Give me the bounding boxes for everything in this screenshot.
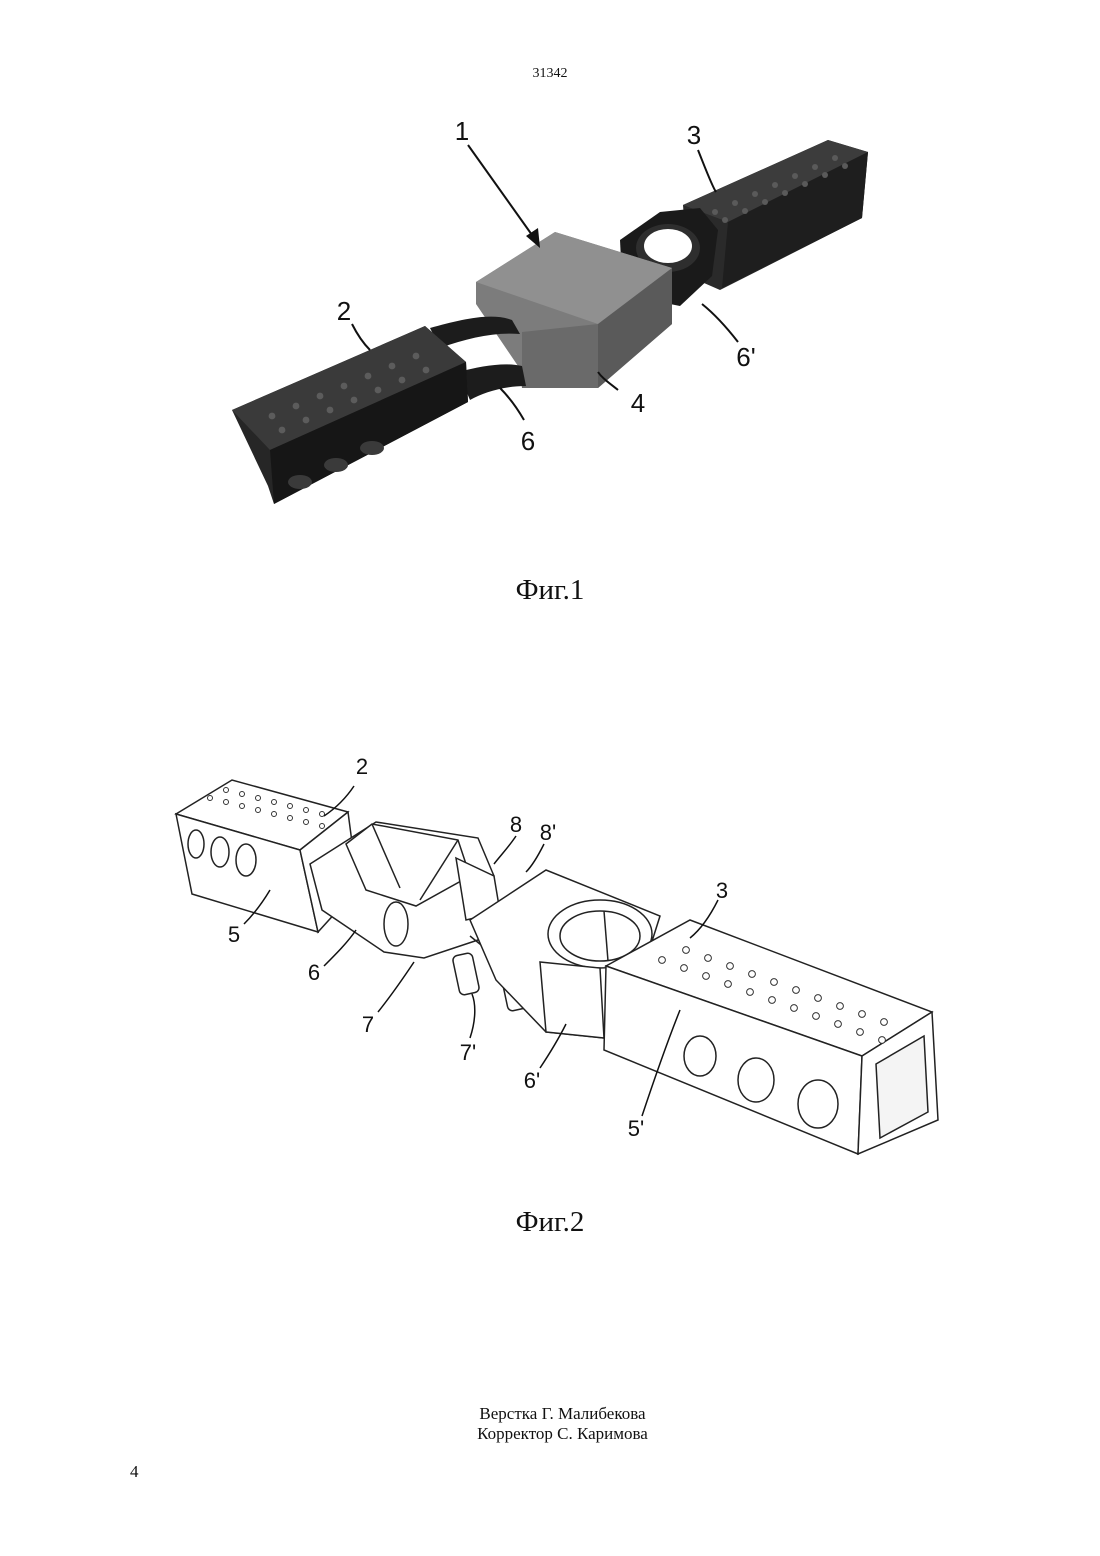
proofreader-credit: Корректор С. Каримова [0, 1424, 1100, 1444]
figure-2: 2 3 5 5' 6 6' 7 7' 8 8' [0, 740, 1100, 1170]
callout-5: 5 [228, 922, 240, 947]
callout-8-prime: 8' [540, 820, 556, 845]
callout-6: 6 [521, 426, 535, 456]
callout-6: 6 [308, 960, 320, 985]
document-number: 31342 [0, 66, 1100, 82]
callout-1: 1 [455, 116, 469, 146]
callout-7: 7 [362, 1012, 374, 1037]
page-number: 4 [130, 1462, 139, 1482]
figure-1-drawing: 1 2 3 4 6 6' [0, 100, 1100, 520]
callout-5-prime: 5' [628, 1116, 644, 1141]
callout-8: 8 [510, 812, 522, 837]
figure-1-caption: Фиг.1 [0, 574, 1100, 607]
callout-7-prime: 7' [460, 1040, 476, 1065]
callout-3: 3 [716, 878, 728, 903]
figure-2-drawing: 2 3 5 5' 6 6' 7 7' 8 8' [0, 740, 1100, 1170]
layout-credit: Верстка Г. Малибекова [0, 1404, 1100, 1424]
callout-2: 2 [337, 296, 351, 326]
figure-1: 1 2 3 4 6 6' [0, 100, 1100, 520]
left-beam [232, 326, 468, 504]
callout-3: 3 [687, 120, 701, 150]
callout-4: 4 [631, 388, 645, 418]
figure-2-caption: Фиг.2 [0, 1206, 1100, 1239]
callout-6-prime: 6' [736, 342, 755, 372]
callout-2: 2 [356, 754, 368, 779]
figure-2-linework [176, 780, 938, 1154]
callout-6-prime: 6' [524, 1068, 540, 1093]
credits: Верстка Г. Малибекова Корректор С. Карим… [0, 1404, 1100, 1444]
